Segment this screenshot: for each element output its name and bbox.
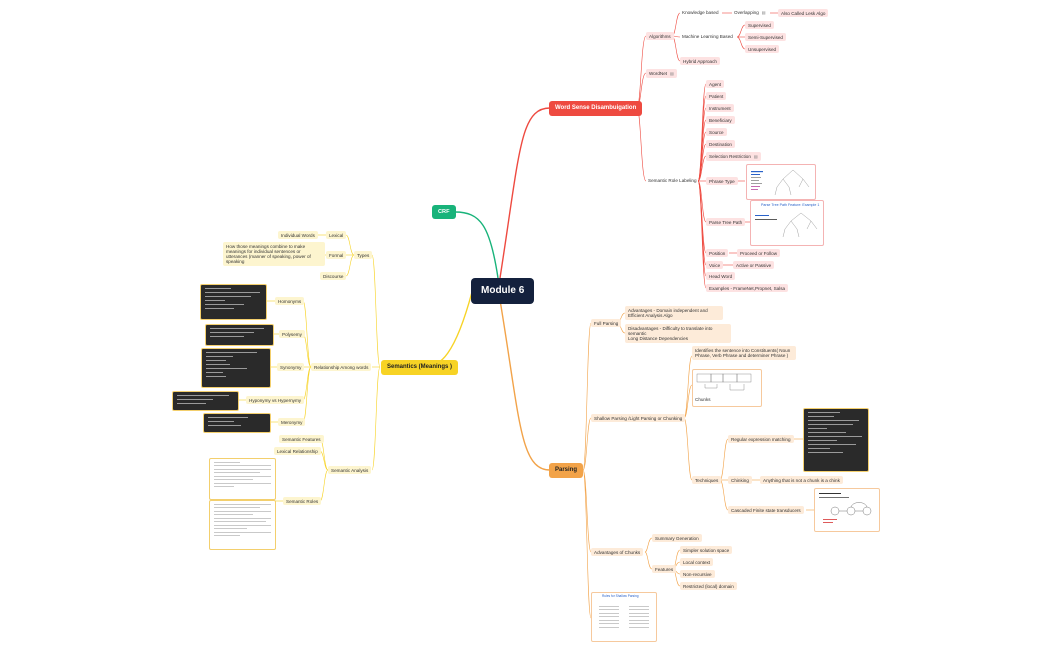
meronymy-node[interactable]: Meronymy [278, 418, 306, 427]
note-icon: ▤ [753, 153, 758, 159]
hyponymy-node[interactable]: Hyponymy vs Hypernymy [246, 396, 305, 405]
polysemy-node[interactable]: Polysemy [279, 330, 305, 339]
feature-simpler[interactable]: Simpler solution space [680, 546, 733, 555]
semantic-features-node[interactable]: Semantic Features [279, 435, 324, 444]
root-node[interactable]: Module 6 [471, 278, 535, 304]
chunks-diagram-icon [696, 373, 752, 391]
identifies-node[interactable]: Identifies the sentence into Constituent… [692, 346, 796, 360]
adv-chunks-node[interactable]: Advantages of Chunks [591, 548, 644, 557]
chunks-label: Chunks [695, 397, 711, 402]
homonyms-node[interactable]: Homonyms [275, 297, 305, 306]
note-icon: ▤ [761, 10, 766, 15]
parse-tree-path-node[interactable]: Parse Tree Path [706, 218, 746, 227]
relationship-node[interactable]: Relationship Among words [311, 363, 372, 372]
wordnet-node[interactable]: WordNet▤ [646, 69, 677, 78]
types-node[interactable]: Types [354, 251, 373, 260]
polysemy-image [205, 324, 274, 346]
srl-node[interactable]: Semantic Role Labeling [648, 178, 697, 183]
phrase-type-node[interactable]: Phrase Type [706, 177, 738, 186]
semantic-analysis-node[interactable]: Semantic Analysis [328, 466, 372, 475]
wordnet-label: WordNet [649, 70, 668, 76]
note-icon: ▤ [670, 70, 674, 76]
hyponymy-image [172, 391, 239, 411]
lexical-node[interactable]: Lexical [326, 231, 347, 240]
overlapping-label: Overlapping [734, 10, 759, 15]
rules-table-title: Rules for Shallow Parsing [602, 594, 639, 598]
full-parsing-node[interactable]: Full Parsing [591, 319, 622, 328]
full-parsing-adv[interactable]: Advantages - Domain independent and Effi… [625, 306, 723, 320]
chunks-node[interactable]: Chunks [692, 369, 762, 407]
voice-node[interactable]: Voice [706, 261, 724, 270]
position-node[interactable]: Position [706, 249, 729, 258]
branch-crf [454, 211, 499, 279]
parsing-node[interactable]: Parsing [549, 463, 584, 478]
semantic-roles-node[interactable]: Semantic Roles [283, 497, 322, 506]
wsd-node[interactable]: Word Sense Disambuigation [549, 101, 643, 116]
selection-restriction-node[interactable]: Selection Restriction▤ [706, 152, 761, 161]
chinking-desc-node[interactable]: Anything that is not a chunk is a chink [760, 476, 843, 485]
overlapping-node[interactable]: Overlapping▤ [732, 9, 768, 17]
phrase-type-image [746, 164, 816, 200]
summary-generation-node[interactable]: Summary Generation [652, 534, 702, 543]
role-source[interactable]: Source [706, 128, 727, 137]
feature-nonrecursive[interactable]: Non-recursive [680, 570, 715, 579]
regex-node[interactable]: Regular expression matching [728, 435, 794, 444]
role-instrument[interactable]: Instrument [706, 104, 734, 113]
semantics-node[interactable]: Semantics (Meanings ) [381, 360, 459, 375]
individual-words-node[interactable]: Individual Words [278, 231, 318, 240]
formal-desc-node[interactable]: How those meanings combine to make meani… [223, 242, 325, 267]
synonymy-image [201, 348, 271, 388]
semi-supervised-node[interactable]: Semi-Supervised [745, 33, 786, 42]
selection-restriction-label: Selection Restriction [709, 153, 751, 159]
discourse-node[interactable]: Discourse [320, 272, 347, 281]
tree-diagram-icon [751, 169, 810, 196]
role-destination[interactable]: Destination [706, 140, 735, 149]
role-agent[interactable]: Agent [706, 80, 725, 89]
feature-local[interactable]: Local context [680, 558, 714, 567]
formal-node[interactable]: Formal [326, 251, 347, 260]
role-patient[interactable]: Patient [706, 92, 727, 101]
chinking-node[interactable]: Chinking [728, 476, 752, 485]
shallow-rules-table[interactable]: Rules for Shallow Parsing [591, 592, 657, 642]
feature-restricted[interactable]: Restricted (local) domain [680, 582, 737, 591]
active-passive-node[interactable]: Active or Passive [733, 261, 775, 270]
supervised-node[interactable]: Supervised [745, 21, 774, 30]
role-beneficiary[interactable]: Beneficiary [706, 116, 735, 125]
techniques-node[interactable]: Techniques [692, 476, 722, 485]
branch-wsd [499, 107, 551, 279]
meronymy-image [203, 413, 271, 433]
rules-col-right [625, 603, 653, 630]
lesk-node[interactable]: Also Called Lesk Algo [778, 9, 829, 18]
synonymy-node[interactable]: Synonymy [277, 363, 305, 372]
features-node[interactable]: Features [652, 565, 677, 574]
fst-diagram-icon [819, 493, 872, 523]
head-word-node[interactable]: Head Word [706, 272, 736, 281]
algorithms-node[interactable]: Algorithms [646, 32, 674, 41]
parse-tree-icon [755, 212, 818, 238]
lexical-relationship-node[interactable]: Lexical Relationship [274, 447, 321, 456]
unsupervised-node[interactable]: Unsupervised [745, 45, 780, 54]
hybrid-node[interactable]: Hybrid Approach [680, 57, 720, 66]
cascaded-fst-image [814, 488, 880, 532]
cascaded-node[interactable]: Cascaded Finite state transducers [728, 506, 804, 515]
full-parsing-disadv[interactable]: Disadvantages - Difficulty to translate … [625, 324, 731, 343]
shallow-parsing-node[interactable]: Shallow Parsing /Light Parsing or Chunki… [591, 414, 686, 423]
proceed-follow-node[interactable]: Proceed or Follow [737, 249, 781, 258]
branch-semantics [424, 291, 473, 368]
regex-code-image [803, 408, 869, 472]
crf-node[interactable]: CRF [432, 205, 456, 220]
parse-tree-path-image: Parse Tree Path Feature: Example 1 [750, 200, 824, 246]
ml-based-node[interactable]: Machine Learning Based [682, 34, 733, 39]
examples-node[interactable]: Examples - FrameNet,Propnet, Salsa [706, 284, 789, 293]
rules-col-left [595, 603, 623, 630]
homonyms-image [200, 284, 267, 320]
knowledge-based-node[interactable]: Knowledge based [682, 10, 719, 15]
branch-parsing [499, 299, 551, 471]
parse-tree-path-caption: Parse Tree Path Feature: Example 1 [761, 203, 820, 207]
semantic-roles-image-1 [209, 458, 276, 500]
semantic-roles-image-2 [209, 500, 276, 550]
